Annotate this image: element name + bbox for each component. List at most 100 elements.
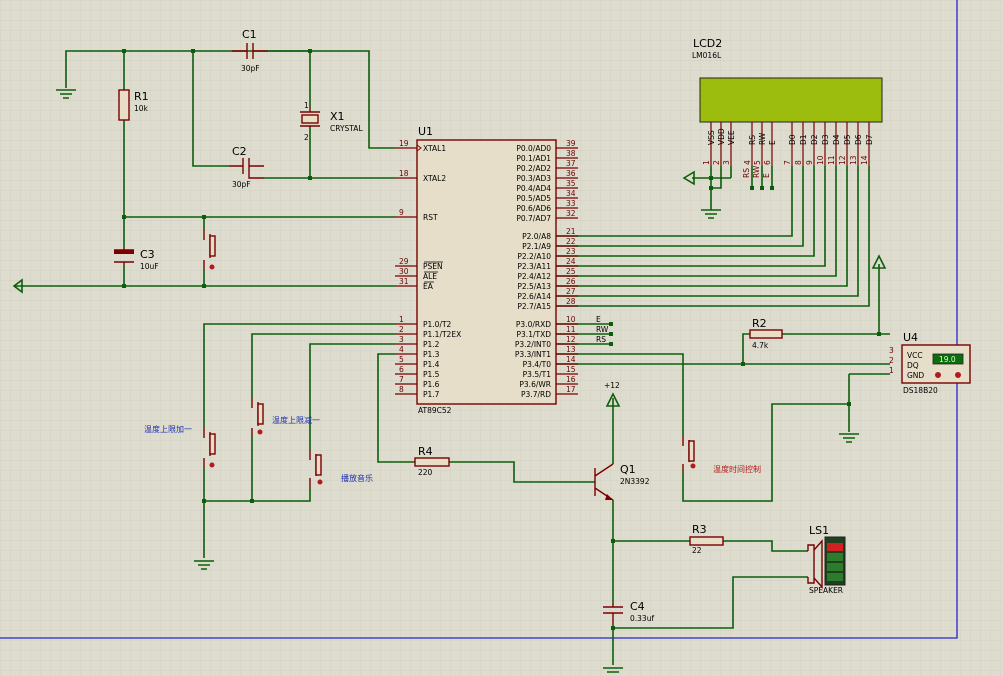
u1-pin-number: 3 — [399, 335, 404, 344]
u1-pin-number: 27 — [566, 287, 576, 296]
lcd2-value: LM016L — [692, 51, 722, 60]
lcd-pin-number: 9 — [805, 160, 814, 165]
temp-up-sub-label: 温度上限减一 — [272, 415, 320, 425]
u1-pin-number: 18 — [399, 169, 409, 178]
temp-time-ctrl-label: 温度时间控制 — [713, 464, 761, 474]
push-button-play-music[interactable]: 播放音乐 — [309, 450, 373, 488]
lcd-pin-name: D2 — [810, 134, 819, 145]
transistor-q1[interactable]: Q1 2N3392 +12 — [594, 381, 650, 501]
resistor-r3[interactable]: R3 22 — [689, 523, 724, 555]
svg-text:GND: GND — [907, 371, 924, 380]
u1-pin-number: 36 — [566, 169, 576, 178]
ground-icon — [603, 667, 623, 673]
u1-pin-name: PSEN — [423, 262, 443, 271]
u4-decrement-button[interactable] — [935, 372, 941, 378]
u1-pin-number: 39 — [566, 139, 576, 148]
capacitor-c3[interactable]: C3 10uF — [114, 248, 159, 271]
resistor-r2[interactable]: R2 4.7k — [749, 317, 783, 350]
push-button-temp-time-ctrl[interactable]: 温度时间控制 — [682, 436, 761, 474]
u1-pin-name: P0.6/AD6 — [516, 204, 551, 213]
u1-pin-name: P1.0/T2 — [423, 320, 452, 329]
c3-polarity-plate — [114, 250, 134, 254]
terminal-arrow-icon — [12, 278, 23, 294]
u1-pin-number: 5 — [399, 355, 404, 364]
svg-text:RS: RS — [596, 335, 606, 344]
clock-pin-marker — [416, 144, 422, 152]
lcd-net-labels: RS RW E — [742, 165, 771, 178]
lcd-pin-number: 6 — [763, 160, 772, 165]
resistor-r1[interactable]: R1 10k — [118, 89, 149, 121]
u1-pin-number: 14 — [566, 355, 576, 364]
u1-pin-name: P1.5 — [423, 370, 440, 379]
lcd-pin-number: 8 — [794, 160, 803, 165]
power-arrow-icon — [605, 392, 621, 407]
lcd-pin-name: RW — [758, 132, 767, 145]
c1-ref: C1 — [242, 28, 257, 41]
u1-pin-name: P1.6 — [423, 380, 440, 389]
capacitor-c2[interactable]: C2 30pF — [229, 145, 264, 189]
mcu-u1[interactable]: U1 AT89C52 19XTAL118XTAL29RST29PSEN30ALE… — [395, 125, 578, 415]
u4-increment-button[interactable] — [955, 372, 961, 378]
u4-value: DS18B20 — [903, 386, 938, 395]
svg-text:RW: RW — [752, 165, 761, 178]
lcd-pins: VSS1VDD2VEE3RS4RW5E6D07D18D29D310D411D51… — [702, 122, 874, 166]
lcd-pin-name: D1 — [799, 134, 808, 145]
u1-pin-number: 21 — [566, 227, 576, 236]
lcd-pin-number: 13 — [849, 155, 858, 165]
svg-text:E: E — [596, 315, 601, 324]
r3-value: 22 — [692, 546, 702, 555]
svg-text:RW: RW — [596, 325, 609, 334]
push-button-temp-up-add[interactable]: 温度上限加一 — [144, 424, 216, 468]
svg-text:VCC: VCC — [907, 351, 923, 360]
u4-display-value: 19.0 — [939, 355, 956, 364]
lcd-pin-number: 5 — [753, 160, 762, 165]
ground-symbols — [56, 89, 859, 673]
u1-pin-number: 13 — [566, 345, 576, 354]
u1-pin-number: 1 — [399, 315, 404, 324]
push-button-reset[interactable] — [203, 230, 216, 270]
lcd-pin-name: D5 — [843, 134, 852, 145]
u1-pin-number: 31 — [399, 277, 409, 286]
crystal-x1[interactable]: 1 2 X1 CRYSTAL — [300, 101, 363, 142]
c3-value: 10uF — [140, 262, 159, 271]
lcd-screen — [699, 77, 883, 123]
u1-pin-name: P1.1/T2EX — [423, 330, 461, 339]
sensor-u4[interactable]: U4 DS18B20 VCC DQ GND 3 2 1 19.0 — [889, 331, 971, 395]
u1-pin-name: P0.4/AD4 — [516, 184, 551, 193]
c3-ref: C3 — [140, 248, 155, 261]
speaker-ls1[interactable]: LS1 SPEAKER — [807, 524, 846, 595]
r1-value: 10k — [134, 104, 149, 113]
push-button-temp-up-sub[interactable]: 温度上限减一 — [251, 398, 320, 436]
r3-ref: R3 — [692, 523, 707, 536]
u1-pin-number: 9 — [399, 208, 404, 217]
u1-pin-name: P0.3/AD3 — [516, 174, 551, 183]
u1-pin-name: ALE — [423, 272, 437, 281]
u1-pin-name: P2.3/A11 — [517, 262, 551, 271]
c2-value: 30pF — [232, 180, 251, 189]
r2-value: 4.7k — [752, 341, 769, 350]
lcd2-ref: LCD2 — [693, 37, 722, 50]
u1-pin-number: 24 — [566, 257, 576, 266]
ground-icon — [194, 560, 214, 570]
u1-pin-number: 22 — [566, 237, 576, 246]
x1-value: CRYSTAL — [330, 124, 363, 133]
u1-pin-number: 25 — [566, 267, 576, 276]
u1-pin-name: P2.4/A12 — [517, 272, 551, 281]
ground-icon — [56, 89, 76, 99]
lcd-pin-name: D6 — [854, 134, 863, 145]
u4-display — [932, 353, 964, 365]
u1-pin-number: 34 — [566, 189, 576, 198]
capacitor-c4[interactable]: C4 0.33uf — [603, 600, 654, 625]
lcd-pin-name: D0 — [788, 134, 797, 145]
u1-pin-name: P3.3/INT1 — [515, 350, 551, 359]
capacitor-c1[interactable]: C1 30pF — [232, 28, 268, 73]
u1-pin-number: 37 — [566, 159, 576, 168]
resistor-r4[interactable]: R4 220 — [414, 445, 450, 477]
ground-icon — [839, 433, 859, 443]
lcd-lcd2[interactable]: LCD2 LM016L VSS1VDD2VEE3RS4RW5E6D07D18D2… — [692, 37, 883, 178]
lcd-pin-name: E — [768, 140, 777, 145]
lcd-pin-number: 3 — [722, 160, 731, 165]
u1-pin-name: EA — [423, 282, 434, 291]
u1-pin-number: 26 — [566, 277, 576, 286]
